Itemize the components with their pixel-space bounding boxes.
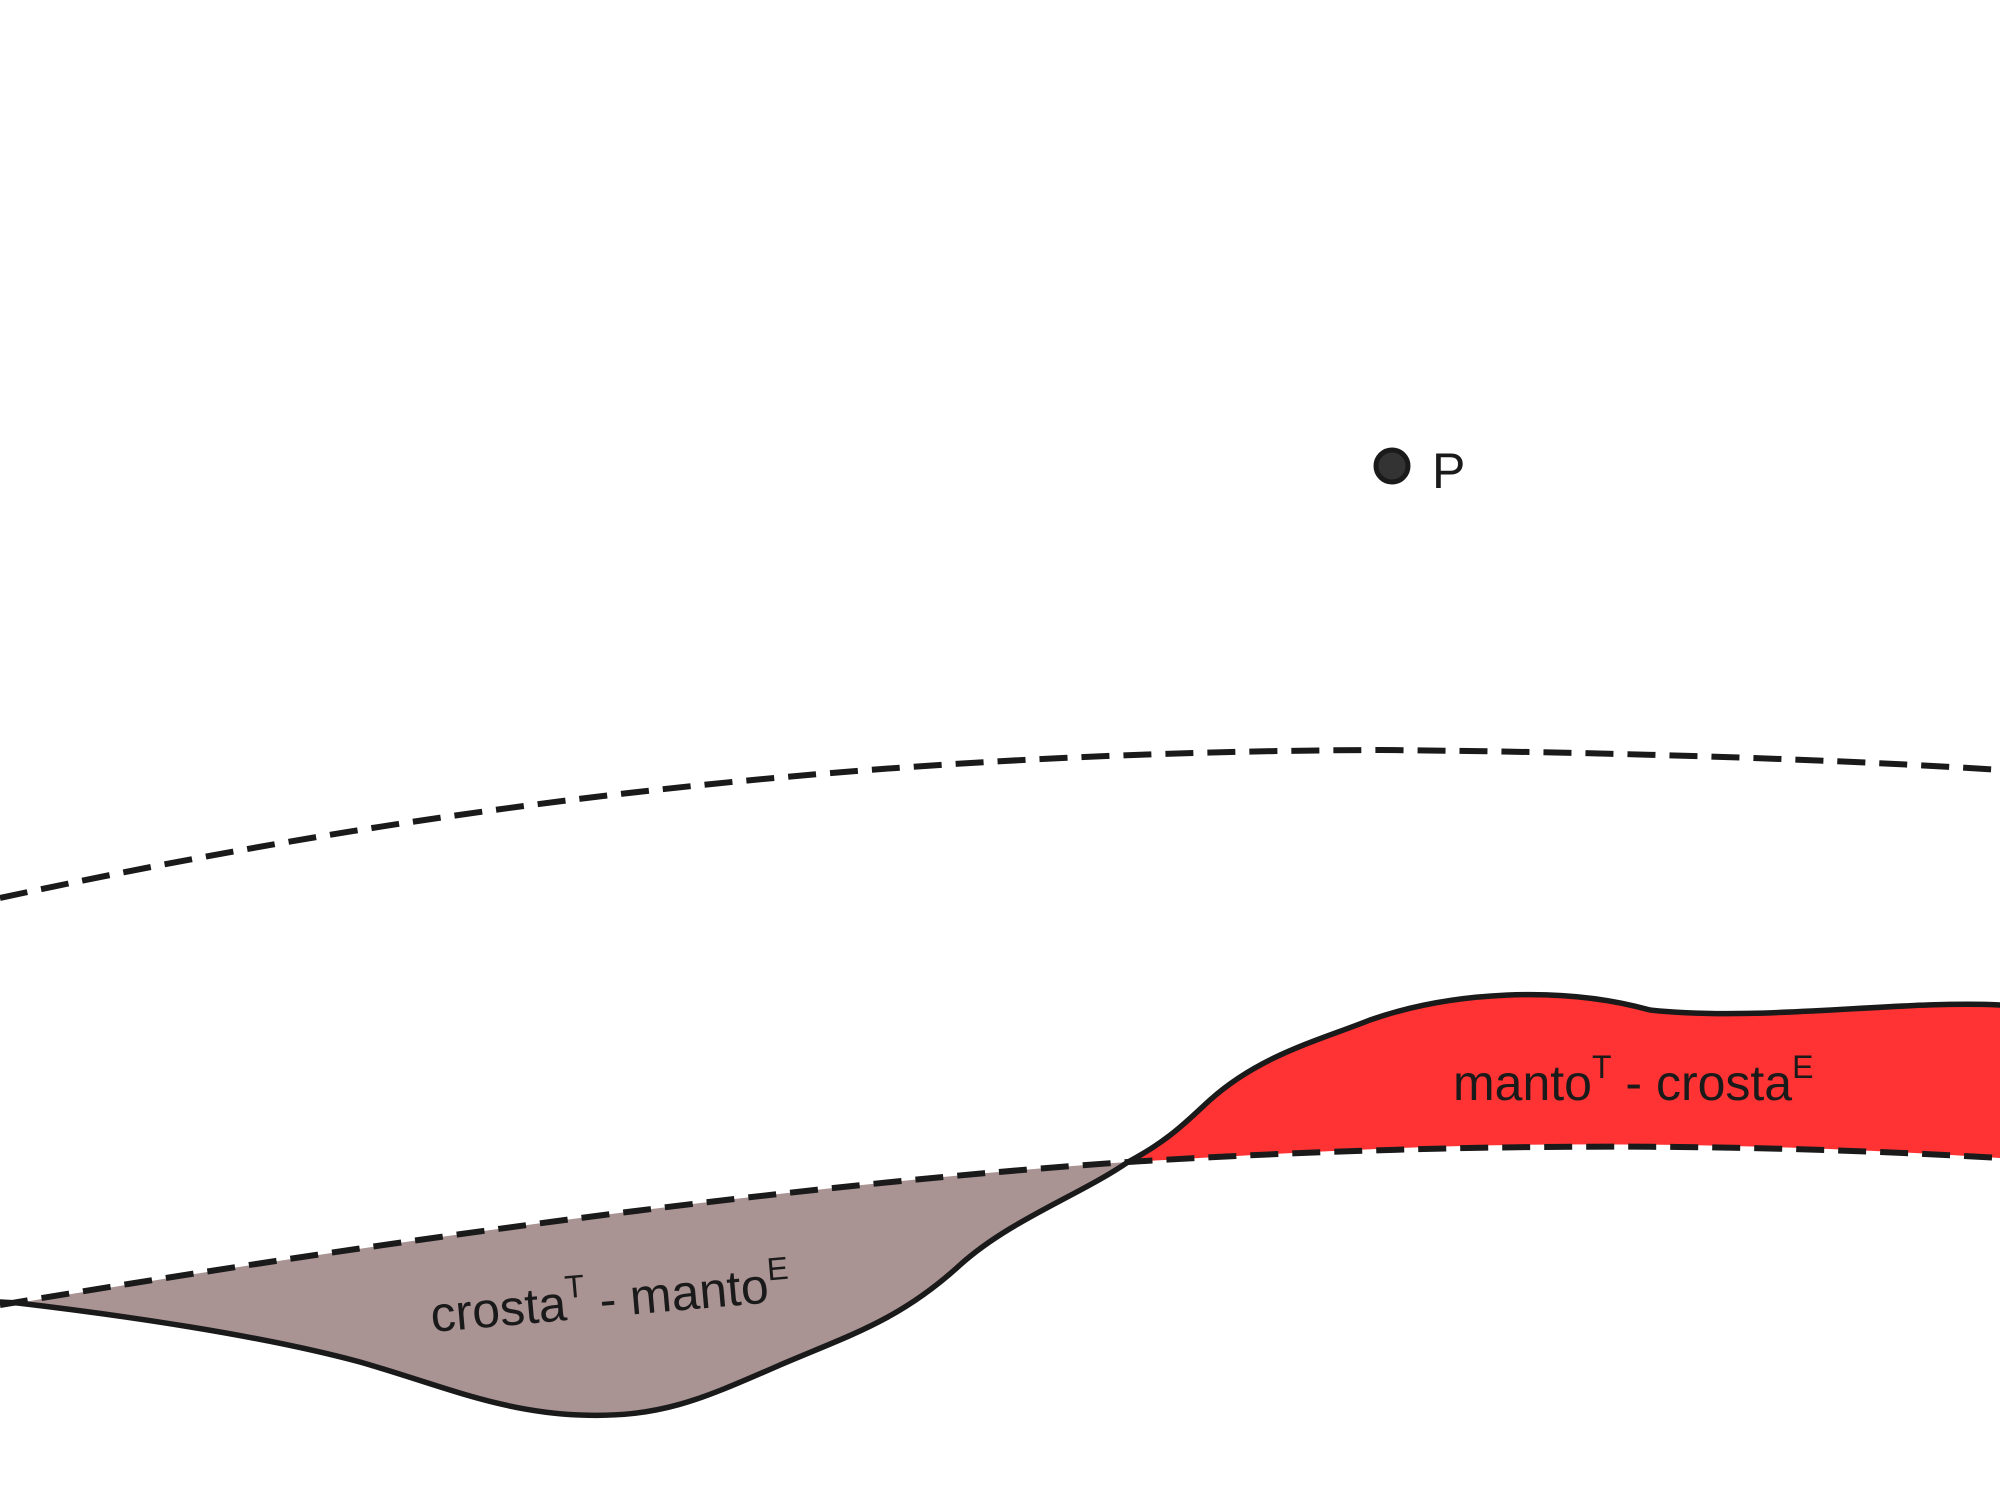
mantle-crust-label: mantoT - crostaE <box>1453 1049 1813 1111</box>
mantle-crust-label-sup1: T <box>1592 1049 1612 1085</box>
point-p-marker <box>1373 447 1411 485</box>
crust-mantle-label-sup1: T <box>563 1268 586 1306</box>
mantle-crust-label-mid: - crosta <box>1612 1055 1793 1111</box>
mantle-crust-label-main: manto <box>1453 1055 1592 1111</box>
crust-mantle-region <box>18 1162 1128 1416</box>
lower-dashed-boundary <box>0 1143 2000 1308</box>
crust-mantle-label-sup2: E <box>765 1250 789 1288</box>
solid-wavy-boundary <box>0 991 2000 1419</box>
point-p-label: P <box>1432 443 1465 499</box>
crust-mantle-label-main: crosta <box>428 1275 569 1343</box>
mantle-crust-label-sup2: E <box>1792 1049 1813 1085</box>
mantle-crust-region <box>1128 994 2000 1162</box>
upper-dashed-boundary <box>0 746 2000 901</box>
